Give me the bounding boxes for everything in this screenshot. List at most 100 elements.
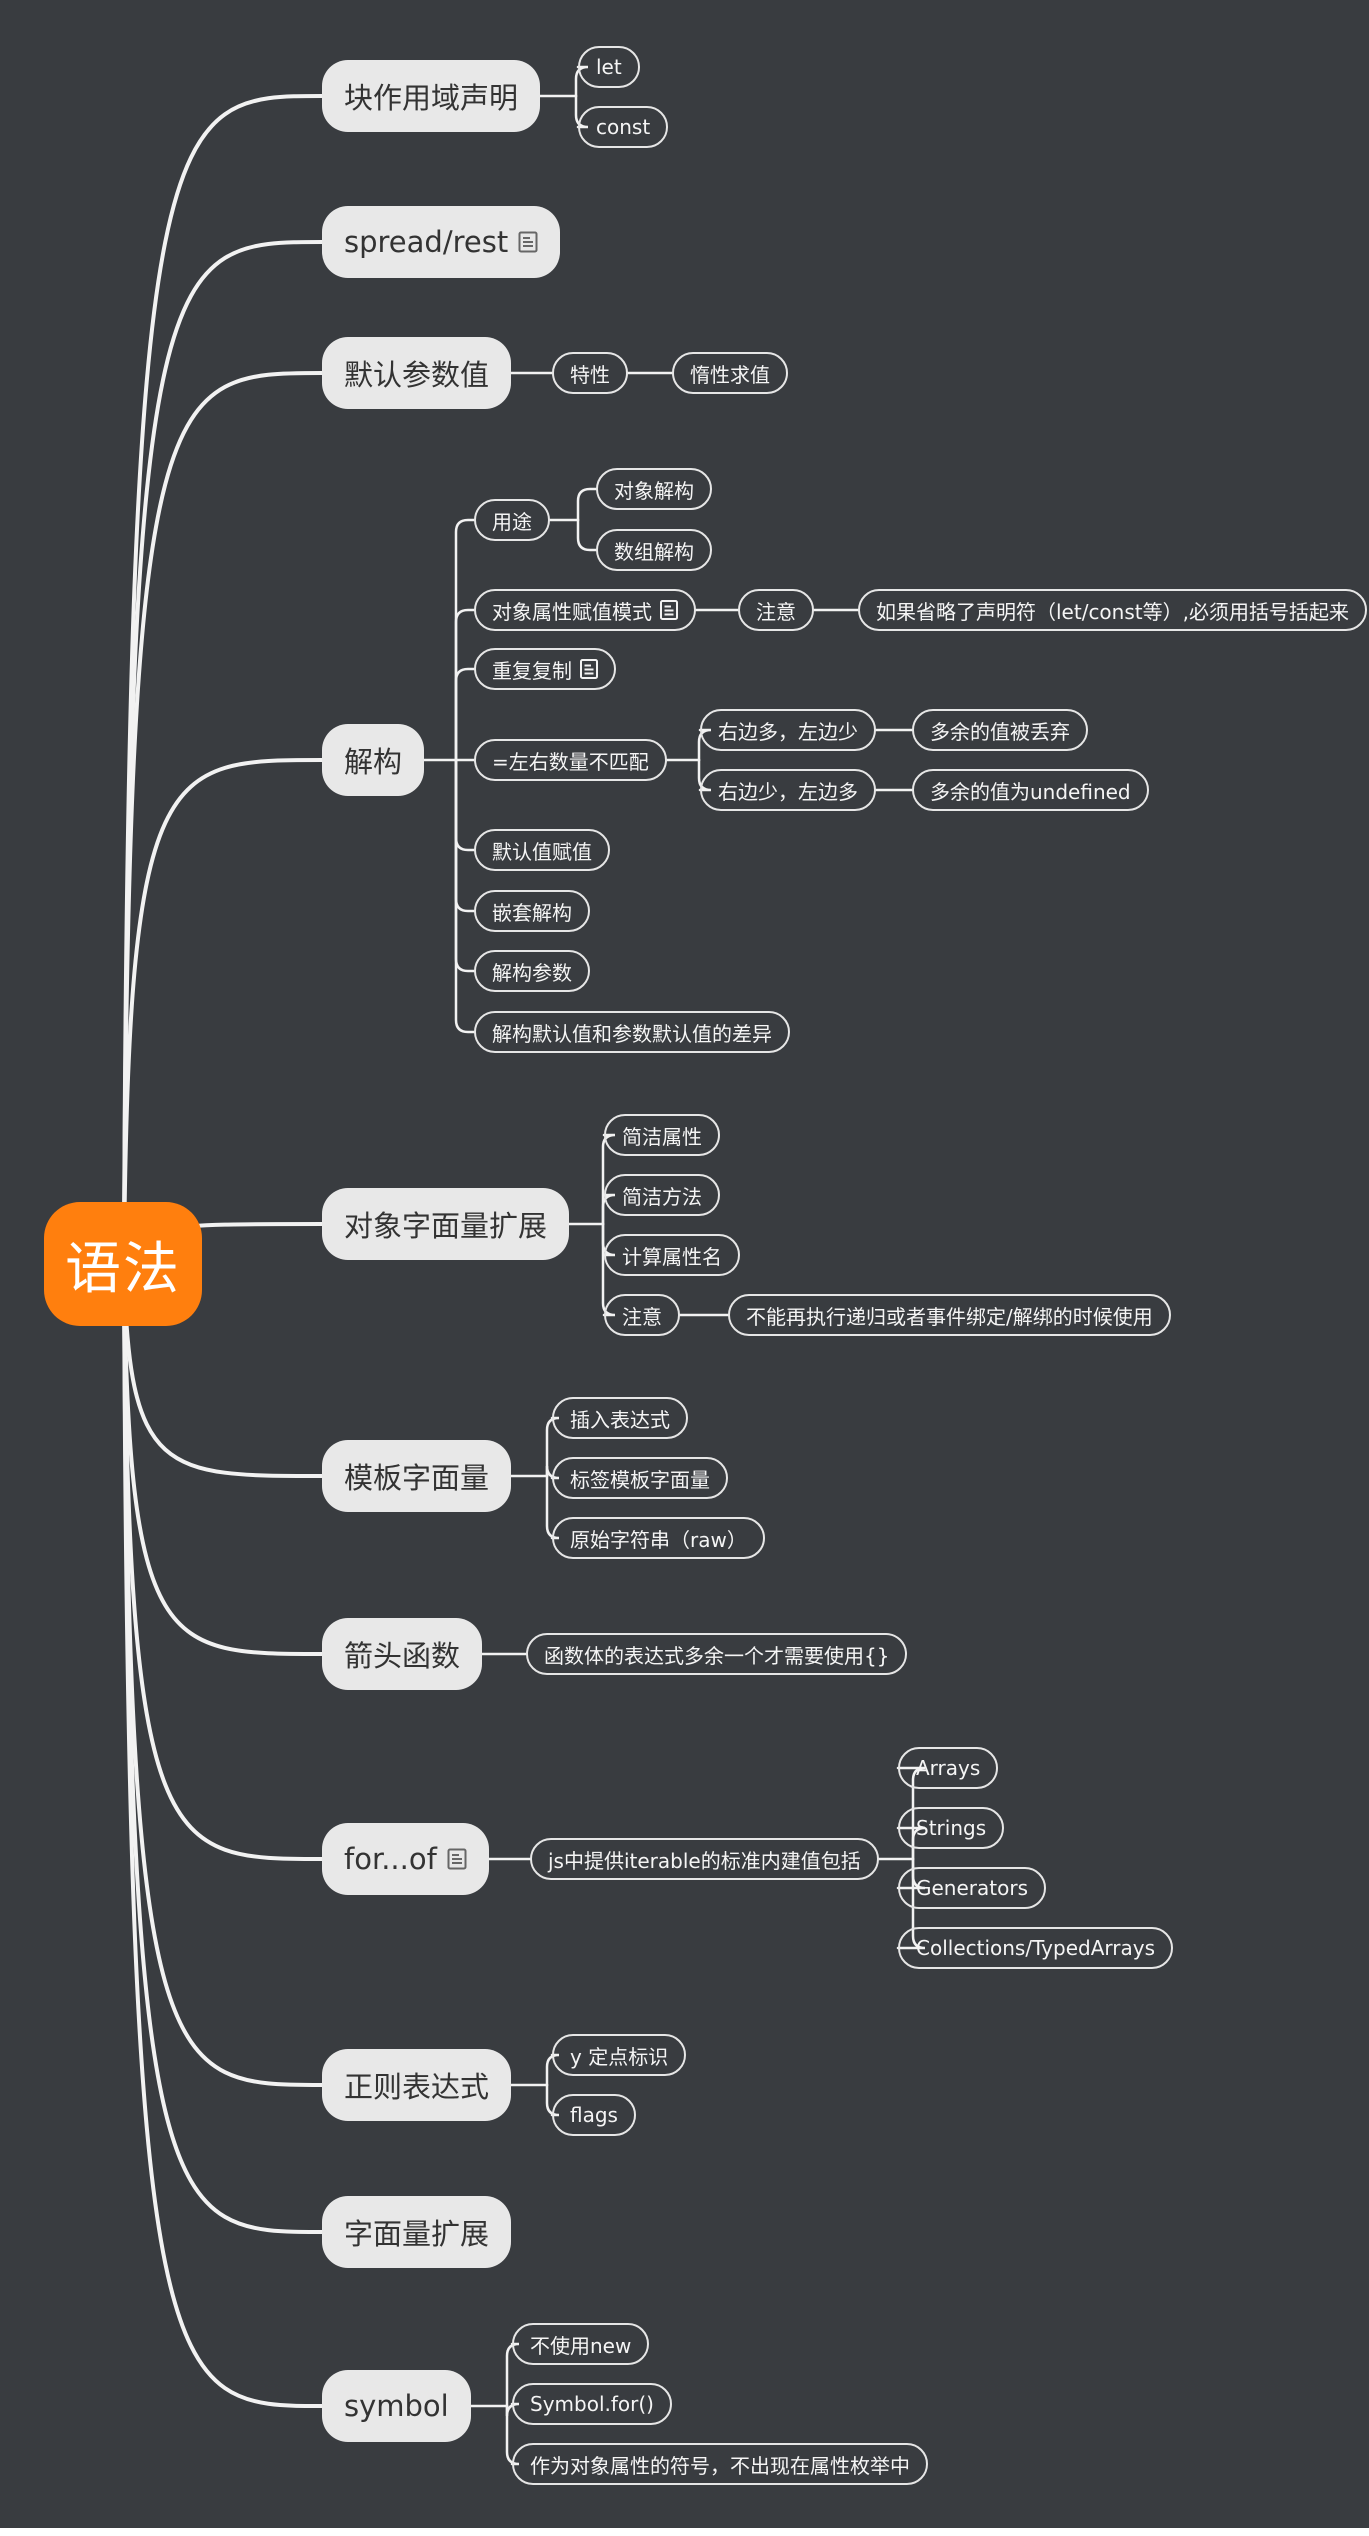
connector-line — [122, 1262, 324, 2087]
connector-line — [454, 758, 476, 852]
topic-template-literals[interactable]: 模板字面量 — [322, 1440, 512, 1512]
topic-arrow-functions[interactable]: 箭头函数 — [322, 1618, 483, 1690]
topic-regular-expressions[interactable]: 正则表达式 — [322, 2049, 512, 2121]
subtopic-fewer-on-right[interactable]: 右边少，左边多 — [700, 769, 876, 811]
subtopic-label: 计算属性名 — [622, 1244, 722, 1269]
subtopic-let[interactable]: let — [578, 46, 640, 88]
subtopic-label: 不使用new — [530, 2333, 632, 2358]
subtopic-object-destructuring[interactable]: 对象解构 — [596, 468, 712, 510]
subtopic-label: 注意 — [756, 599, 796, 624]
subtopic-destructuring-parameters[interactable]: 解构参数 — [474, 950, 590, 992]
topic-block-scope-declaration[interactable]: 块作用域声明 — [322, 60, 541, 132]
topic-object-literal-extensions[interactable]: 对象字面量扩展 — [322, 1188, 570, 1260]
connector-line — [454, 518, 476, 762]
connector-line — [454, 758, 476, 913]
subtopic-interpolated-expressions[interactable]: 插入表达式 — [552, 1397, 688, 1439]
subtopic-more-on-right[interactable]: 右边多，左边少 — [700, 709, 876, 751]
subtopic-caution[interactable]: 注意 — [738, 589, 814, 631]
connector-line — [122, 1262, 324, 2408]
subtopic-lazy-evaluation[interactable]: 惰性求值 — [672, 352, 788, 394]
subtopic-builtin-iterables[interactable]: js中提供iterable的标准内建值包括 — [530, 1838, 879, 1880]
subtopic-concise-properties[interactable]: 简洁属性 — [604, 1114, 720, 1156]
subtopic-symbol-for[interactable]: Symbol.for() — [512, 2383, 672, 2425]
subtopic-label: 特性 — [570, 362, 610, 387]
topic-label: spread/rest — [344, 225, 509, 259]
subtopic-raw-strings[interactable]: 原始字符串（raw） — [552, 1517, 765, 1559]
connector-line — [122, 94, 324, 1266]
subtopic-extra-values-discarded[interactable]: 多余的值被丢弃 — [912, 709, 1088, 751]
subtopic-caution[interactable]: 注意 — [604, 1294, 680, 1336]
subtopic-nested-destructuring[interactable]: 嵌套解构 — [474, 890, 590, 932]
topic-label: 字面量扩展 — [344, 2217, 490, 2251]
topic-spread-rest[interactable]: spread/rest — [322, 206, 561, 278]
subtopic-symbol-as-property[interactable]: 作为对象属性的符号，不出现在属性枚举中 — [512, 2443, 928, 2485]
subtopic-flags[interactable]: flags — [552, 2094, 636, 2136]
connector-line — [454, 758, 476, 1034]
topic-literal-extensions[interactable]: 字面量扩展 — [322, 2196, 512, 2268]
subtopic-collections-typedarrays[interactable]: Collections/TypedArrays — [898, 1927, 1174, 1969]
topic-label: 对象字面量扩展 — [344, 1209, 548, 1243]
topic-default-parameter-values[interactable]: 默认参数值 — [322, 337, 512, 409]
subtopic-no-new[interactable]: 不使用new — [512, 2323, 650, 2365]
subtopic-label: 如果省略了声明符（let/const等）,必须用括号括起来 — [876, 599, 1349, 624]
root-topic[interactable]: 语法 — [44, 1202, 202, 1326]
subtopic-label: 函数体的表达式多余一个才需要使用{} — [544, 1643, 890, 1668]
subtopic-label: 简洁属性 — [622, 1124, 702, 1149]
subtopic-arrow-body-braces[interactable]: 函数体的表达式多余一个才需要使用{} — [526, 1633, 908, 1675]
topic-label: 模板字面量 — [344, 1461, 490, 1495]
subtopic-sticky-flag[interactable]: y 定点标识 — [552, 2034, 687, 2076]
subtopic-usage[interactable]: 用途 — [474, 499, 550, 541]
subtopic-label: Symbol.for() — [530, 2392, 654, 2416]
subtopic-concise-methods[interactable]: 简洁方法 — [604, 1174, 720, 1216]
subtopic-extra-values-undefined[interactable]: 多余的值为undefined — [912, 769, 1149, 811]
connector-line — [454, 758, 476, 973]
subtopic-label: 对象解构 — [614, 478, 694, 503]
subtopic-label: 嵌套解构 — [492, 900, 572, 925]
subtopic-tagged-template-literals[interactable]: 标签模板字面量 — [552, 1457, 728, 1499]
connector-line — [122, 371, 324, 1266]
subtopic-repeated-copy[interactable]: 重复复制 — [474, 648, 616, 690]
topic-for-of[interactable]: for...of — [322, 1823, 489, 1895]
topic-symbol[interactable]: symbol — [322, 2370, 471, 2442]
subtopic-generators[interactable]: Generators — [898, 1867, 1046, 1909]
note-icon[interactable] — [580, 659, 598, 679]
subtopic-default-value-assignment[interactable]: 默认值赋值 — [474, 829, 610, 871]
topic-label: 箭头函数 — [344, 1639, 461, 1673]
topic-destructuring[interactable]: 解构 — [322, 724, 425, 796]
subtopic-computed-property-names[interactable]: 计算属性名 — [604, 1234, 740, 1276]
subtopic-array-destructuring[interactable]: 数组解构 — [596, 529, 712, 571]
subtopic-label: 对象属性赋值模式 — [492, 599, 652, 624]
subtopic-label: const — [596, 115, 651, 139]
subtopic-count-mismatch[interactable]: =左右数量不匹配 — [474, 739, 667, 781]
subtopic-recursion-warning[interactable]: 不能再执行递归或者事件绑定/解绑的时候使用 — [728, 1294, 1171, 1336]
subtopic-label: =左右数量不匹配 — [492, 749, 649, 774]
note-icon[interactable] — [518, 231, 538, 253]
note-icon[interactable] — [447, 1848, 467, 1870]
connector-line — [454, 608, 476, 762]
subtopic-label: 用途 — [492, 509, 532, 534]
subtopic-object-property-assignment-pattern[interactable]: 对象属性赋值模式 — [474, 589, 696, 631]
connector-line — [122, 1262, 324, 1861]
topic-label: 块作用域声明 — [344, 81, 519, 115]
subtopic-label: Generators — [916, 1876, 1028, 1900]
subtopic-label: 默认值赋值 — [492, 839, 592, 864]
subtopic-arrays[interactable]: Arrays — [898, 1747, 999, 1789]
subtopic-const[interactable]: const — [578, 106, 669, 148]
subtopic-label: flags — [570, 2103, 618, 2127]
subtopic-label: 解构参数 — [492, 960, 572, 985]
topic-label: 默认参数值 — [344, 358, 490, 392]
subtopic-parentheses-rule[interactable]: 如果省略了声明符（let/const等）,必须用括号括起来 — [858, 589, 1367, 631]
subtopic-label: 解构默认值和参数默认值的差异 — [492, 1021, 772, 1046]
root-topic-label: 语法 — [65, 1236, 181, 1302]
connector-line — [122, 758, 324, 1266]
subtopic-label: 注意 — [622, 1304, 662, 1329]
topic-label: 解构 — [344, 745, 403, 779]
subtopic-label: Arrays — [916, 1756, 981, 1780]
subtopic-feature[interactable]: 特性 — [552, 352, 628, 394]
subtopic-default-values-difference[interactable]: 解构默认值和参数默认值的差异 — [474, 1011, 790, 1053]
subtopic-strings[interactable]: Strings — [898, 1807, 1005, 1849]
subtopic-label: 重复复制 — [492, 658, 572, 683]
subtopic-label: 标签模板字面量 — [570, 1467, 710, 1492]
note-icon[interactable] — [660, 600, 678, 620]
